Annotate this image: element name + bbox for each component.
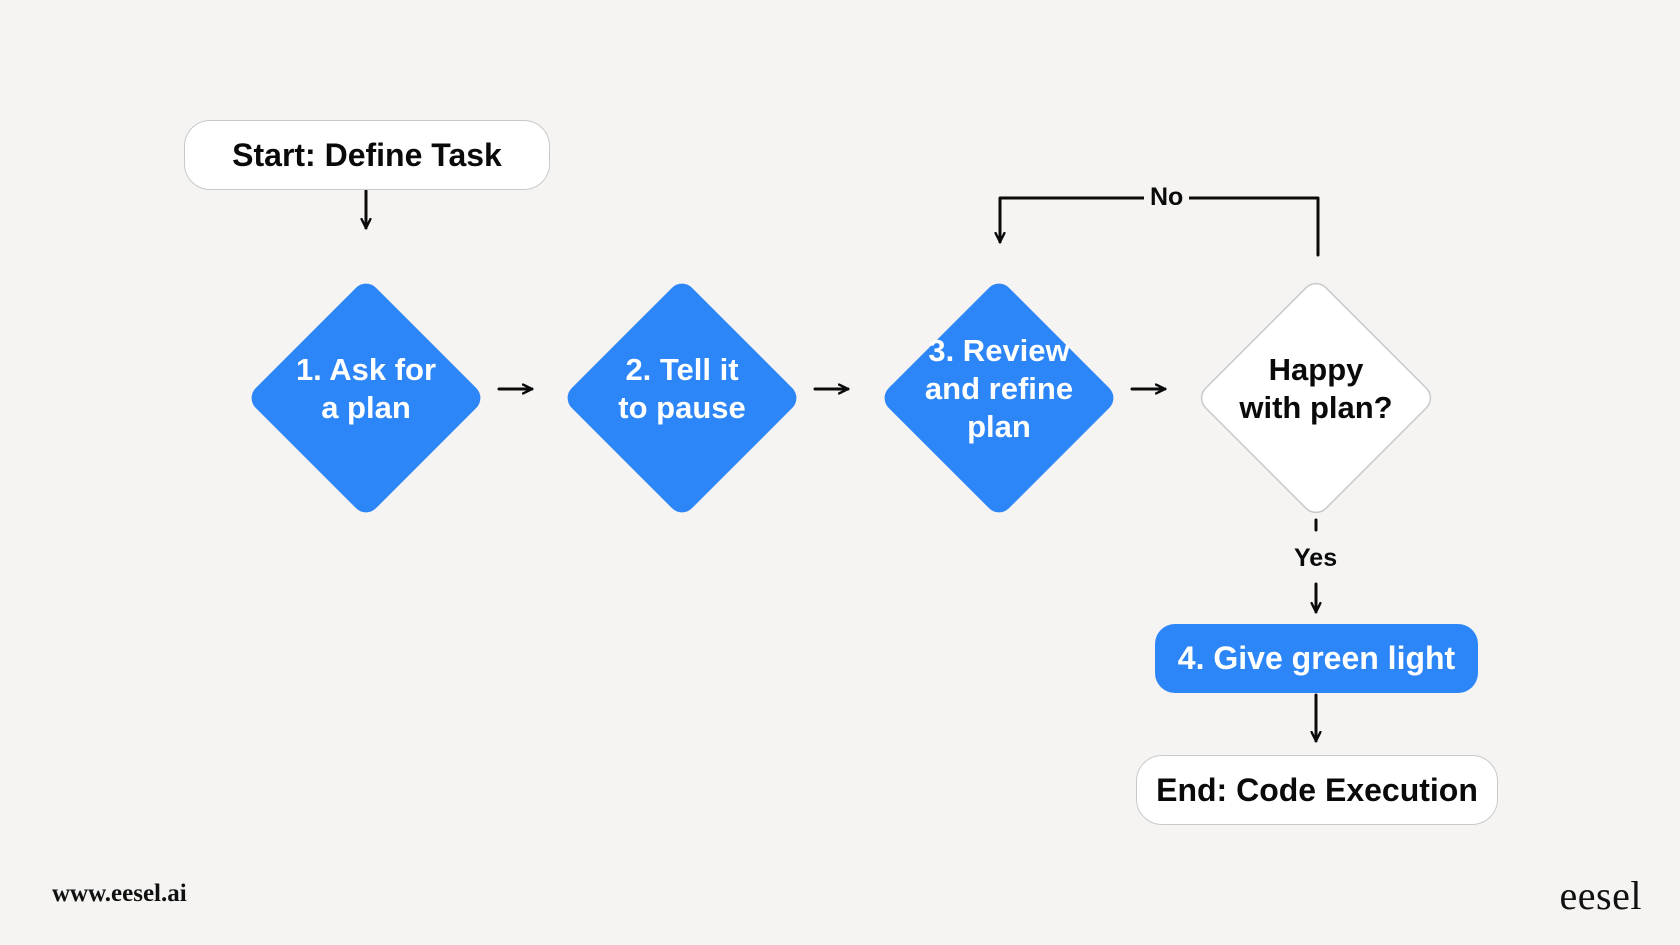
eesel-logo: eesel — [1559, 873, 1642, 918]
start-node: Start: Define Task — [184, 120, 550, 190]
decision-label: Happy with plan? — [1239, 352, 1393, 425]
diamond-step3 — [884, 283, 1114, 513]
diamond-step1 — [251, 283, 481, 513]
step2-label: 2. Tell it to pause — [618, 352, 746, 425]
step4-node: 4. Give green light — [1155, 624, 1478, 693]
step1-label: 1. Ask for a plan — [295, 352, 437, 425]
no-label: No — [1144, 183, 1190, 212]
yes-label: Yes — [1288, 544, 1344, 573]
diamond-decision — [1200, 282, 1432, 514]
step3-label: 3. Review and refine plan — [924, 333, 1074, 444]
diamond-step2 — [567, 283, 797, 513]
end-node: End: Code Execution — [1136, 755, 1498, 825]
footer-url: www.eesel.ai — [52, 880, 187, 907]
